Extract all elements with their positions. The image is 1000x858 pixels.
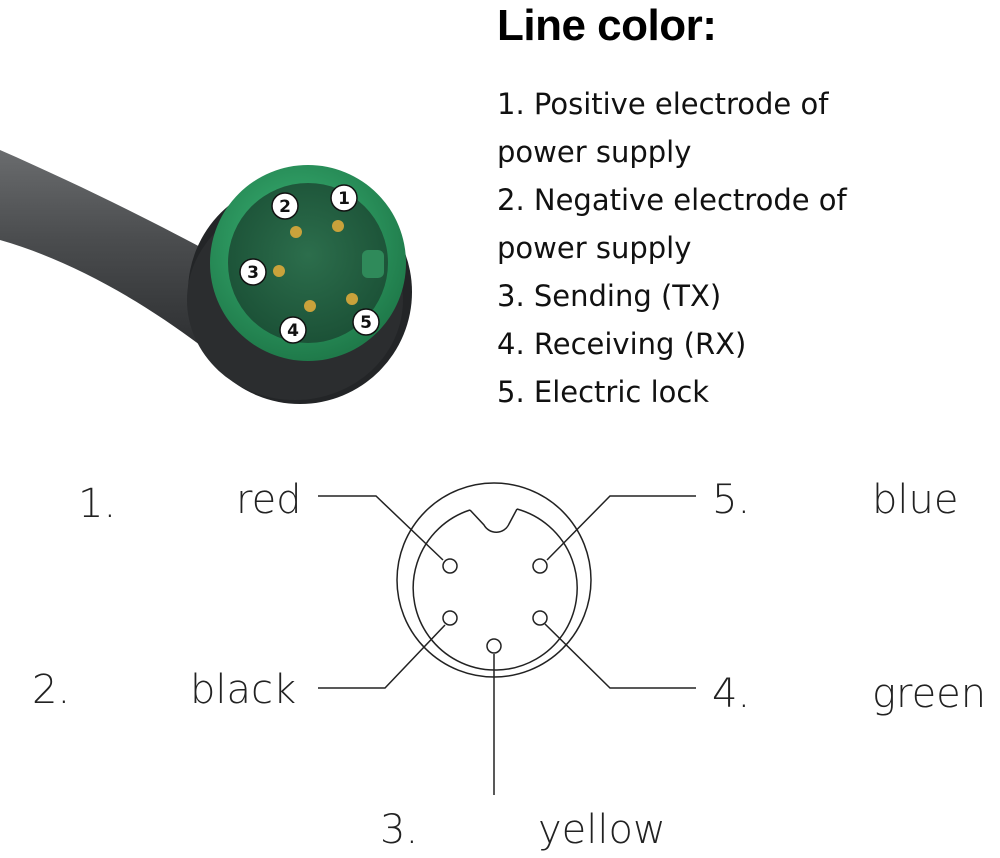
pin-number-2: 2. xyxy=(32,667,71,713)
leader-green xyxy=(544,623,696,689)
pin-function-line: 5. Electric lock xyxy=(497,375,710,409)
pin-function-line: 1. Positive electrode of xyxy=(497,87,829,121)
pin xyxy=(332,220,344,232)
pin-number-4: 4. xyxy=(712,671,751,717)
pin-badge-5: 5 xyxy=(352,308,380,336)
pin xyxy=(273,265,285,277)
pin-number-3: 3. xyxy=(380,807,419,853)
svg-text:3: 3 xyxy=(247,263,259,283)
pin-function-line: power supply xyxy=(497,231,692,265)
pin-number-1: 1. xyxy=(78,481,117,527)
svg-text:2: 2 xyxy=(279,197,291,217)
pin-function-list: 1. Positive electrode of power supply 2.… xyxy=(497,80,847,416)
outer-ring xyxy=(396,482,592,678)
pin-badge-4: 4 xyxy=(279,316,307,344)
leader-blue xyxy=(546,495,696,561)
pin-function-line: 3. Sending (TX) xyxy=(497,279,722,313)
pin-badge-2: 2 xyxy=(271,192,299,220)
pin-color-yellow: yellow xyxy=(538,807,666,853)
pin-color-black: black xyxy=(190,667,297,713)
pin xyxy=(304,300,316,312)
pin-4-hole xyxy=(532,610,548,626)
line-color-title: Line color: xyxy=(497,1,717,50)
pin-function-line: power supply xyxy=(497,135,692,169)
inner-ring xyxy=(412,508,578,671)
pinout-diagram xyxy=(318,482,696,795)
pin-2-hole xyxy=(442,610,458,626)
pin-badge-3: 3 xyxy=(239,258,267,286)
svg-text:1: 1 xyxy=(338,189,350,209)
pin-1-hole xyxy=(442,558,458,574)
pin-color-blue: blue xyxy=(872,477,959,523)
cable xyxy=(0,150,215,345)
pins xyxy=(273,220,358,312)
pin-function-line: 2. Negative electrode of xyxy=(497,183,847,217)
key-notch xyxy=(469,508,518,533)
pin-badge-1: 1 xyxy=(330,184,358,212)
pin xyxy=(346,293,358,305)
pin-color-red: red xyxy=(236,477,302,523)
svg-text:5: 5 xyxy=(360,313,372,333)
pin-3-hole xyxy=(486,638,502,654)
pin-color-green: green xyxy=(872,671,987,717)
leader-red xyxy=(318,495,444,561)
pin-number-5: 5. xyxy=(712,477,751,523)
pin-function-line: 4. Receiving (RX) xyxy=(497,327,747,361)
connector-photo: 1 2 3 4 5 xyxy=(0,150,412,404)
pin-5-hole xyxy=(532,558,548,574)
svg-text:4: 4 xyxy=(287,321,299,341)
pin xyxy=(290,226,302,238)
leader-black xyxy=(318,624,446,689)
